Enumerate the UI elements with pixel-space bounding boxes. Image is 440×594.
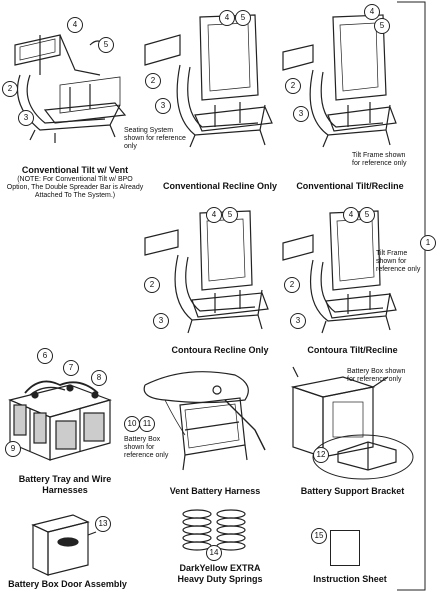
callout-2e: 2: [284, 277, 300, 293]
caption-instruction-sheet: Instruction Sheet: [313, 574, 387, 584]
callout-5e: 5: [359, 207, 375, 223]
battery-box-door-drawing: [31, 514, 97, 576]
caption-springs: DarkYellow EXTRA Heavy Duty Springs: [177, 563, 263, 584]
caption-note: (NOTE: For Conventional Tilt w/ BPO Opti…: [6, 176, 144, 199]
seating-system-note: Seating System shown for reference only: [124, 127, 186, 150]
caption-conventional-recline-only: Conventional Recline Only: [162, 181, 278, 191]
callout-14: 14: [206, 545, 222, 561]
caption-battery-tray: Battery Tray and Wire Harnesses: [18, 474, 112, 495]
callout-4e: 4: [343, 207, 359, 223]
callout-15: 15: [311, 528, 327, 544]
callout-12: 12: [313, 447, 329, 463]
callout-7: 7: [63, 360, 79, 376]
callout-6: 6: [37, 348, 53, 364]
callout-2a: 2: [2, 81, 18, 97]
callout-2c: 2: [285, 78, 301, 94]
callout-3c: 3: [293, 106, 309, 122]
callout-4d: 4: [206, 207, 222, 223]
springs-drawing: [182, 509, 246, 551]
tilt-frame-note-2: Tilt Frame shown for reference only: [376, 250, 421, 273]
instruction-sheet-icon: [330, 530, 360, 566]
callout-10: 10: [124, 416, 140, 432]
callout-11: 11: [139, 416, 155, 432]
tilt-frame-note-1: Tilt Frame shown for reference only: [352, 152, 407, 167]
group-bracket: [397, 1, 426, 591]
callout-9: 9: [5, 441, 21, 457]
callout-4c: 4: [364, 4, 380, 20]
callout-2b: 2: [145, 73, 161, 89]
vent-battery-harness-drawing: [143, 371, 266, 471]
callout-2d: 2: [144, 277, 160, 293]
caption-conventional-tilt-recline: Conventional Tilt/Recline: [296, 181, 404, 191]
battery-box-vent-note: Battery Box shown for reference only: [124, 436, 169, 459]
battery-support-bracket-drawing: [290, 366, 414, 480]
caption-contoura-recline-only: Contoura Recline Only: [171, 345, 269, 355]
caption-battery-box-door: Battery Box Door Assembly: [8, 579, 127, 589]
callout-1: 1: [420, 235, 436, 251]
callout-4b: 4: [219, 10, 235, 26]
callout-5b: 5: [235, 10, 251, 26]
callout-4a: 4: [67, 17, 83, 33]
callout-5c: 5: [374, 18, 390, 34]
caption-battery-support-bracket: Battery Support Bracket: [300, 486, 405, 496]
callout-8: 8: [91, 370, 107, 386]
conventional-tilt-recline-drawing: [282, 14, 397, 148]
callout-3a: 3: [18, 110, 34, 126]
callout-3b: 3: [155, 98, 171, 114]
callout-3e: 3: [290, 313, 306, 329]
contoura-recline-only-drawing: [144, 210, 269, 334]
callout-3d: 3: [153, 313, 169, 329]
callout-5a: 5: [98, 37, 114, 53]
caption-conventional-tilt-vent: Conventional Tilt w/ Vent (NOTE: For Con…: [5, 165, 145, 200]
battery-tray-drawing: [8, 380, 112, 461]
caption-contoura-tilt-recline: Contoura Tilt/Recline: [307, 345, 398, 355]
battery-box-support-note: Battery Box shown for reference only: [347, 368, 406, 383]
caption-text: Conventional Tilt w/ Vent: [21, 165, 129, 175]
conventional-tilt-vent-drawing: [14, 34, 127, 143]
caption-vent-battery-harness: Vent Battery Harness: [169, 486, 261, 496]
conventional-recline-only-drawing: [144, 14, 273, 148]
callout-13: 13: [95, 516, 111, 532]
callout-5d: 5: [222, 207, 238, 223]
